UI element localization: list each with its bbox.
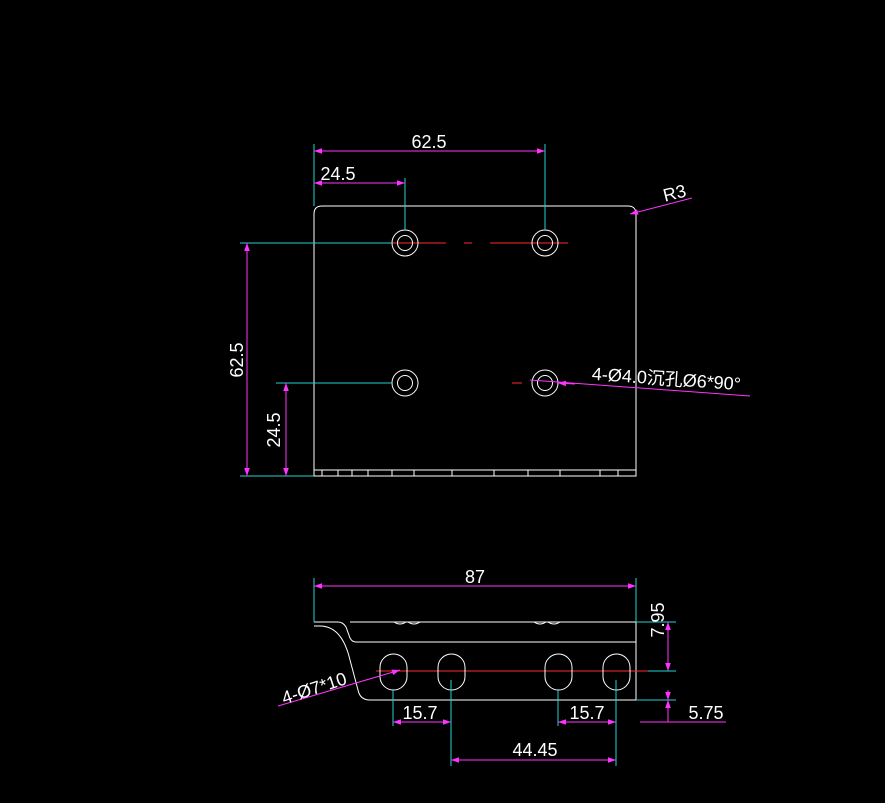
hole-note-leader — [529, 379, 751, 397]
slot-note: 4-Ø7*10 — [279, 668, 349, 708]
slot-3 — [544, 653, 573, 691]
dim-text-slot-pitch-right: 15.7 — [569, 703, 604, 723]
dim-text-top-offset: 24.5 — [320, 164, 355, 184]
dim-text-slot-span: 44.45 — [512, 740, 557, 760]
front-view: 87 7.95 4-Ø7*10 15.7 15.7 44.45 5.75 — [277, 567, 726, 766]
radius-label: R3 — [661, 181, 688, 206]
dim-text-bottom-offset: 5.75 — [688, 703, 723, 723]
front-view-extension-lines — [313, 578, 676, 766]
dim-text-slot-pitch-left: 15.7 — [402, 703, 437, 723]
hole-note-leader-arrow — [557, 380, 576, 387]
top-view-extension-lines — [240, 144, 546, 477]
dim-text-top-width: 62.5 — [411, 132, 446, 152]
flange-notches — [393, 621, 561, 625]
bracket-outline — [314, 621, 637, 701]
top-view: 62.5 24.5 62.5 24.5 R3 4-Ø4.0沉孔Ø6*90° — [227, 132, 751, 477]
dim-text-left-height: 62.5 — [227, 342, 247, 377]
dim-text-overall-width: 87 — [465, 567, 485, 587]
plate-outline — [313, 205, 637, 477]
countersunk-hole-bottom-left — [391, 369, 419, 397]
dim-text-slot-height: 7.95 — [648, 602, 668, 637]
slot-note-leader — [277, 669, 401, 707]
dim-text-left-offset: 24.5 — [264, 412, 284, 447]
radius-leader — [629, 197, 693, 215]
countersunk-hole-bottom-right — [531, 369, 559, 397]
bottom-edge-ticks — [321, 470, 619, 476]
